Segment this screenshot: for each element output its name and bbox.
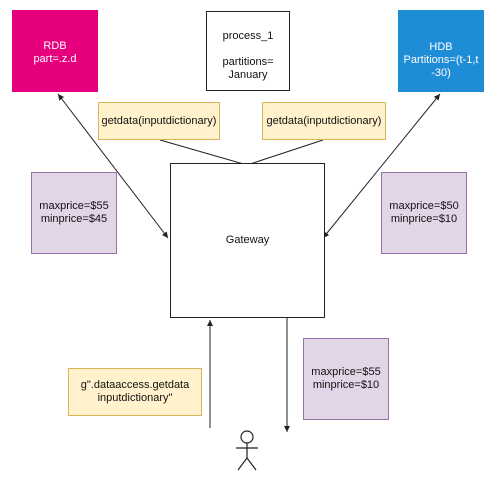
hdb-subtitle: Partitions=(t-1,t-30)	[403, 54, 479, 79]
rdb-gateway-arrow	[57, 93, 169, 239]
price-right-max: maxprice=$50	[389, 200, 459, 212]
process-node: process_1 partitions= January	[206, 11, 290, 91]
gateway-node: Gateway	[170, 163, 325, 318]
call-line-1: g".dataaccess.getdata	[80, 379, 190, 391]
price-bottom-max: maxprice=$55	[311, 366, 381, 378]
hdb-gateway-arrow	[322, 93, 441, 239]
price-left-max: maxprice=$55	[39, 200, 109, 212]
process-partitions-label: partitions=	[222, 56, 274, 68]
hdb-node: HDB Partitions=(t-1,t-30)	[398, 10, 484, 92]
getdata-right-label: getdata(inputdictionary)	[266, 114, 382, 127]
getdata-left-connector	[159, 139, 248, 166]
price-left-min: minprice=$45	[40, 213, 108, 225]
price-right-min: minprice=$10	[390, 213, 458, 225]
getdata-left-note: getdata(inputdictionary)	[98, 102, 220, 140]
price-bottom-note: maxprice=$55 minprice=$10	[303, 338, 389, 420]
rdb-node: RDB part=.z.d	[12, 10, 98, 92]
call-line-2: inputdictionary"	[97, 392, 173, 404]
getdata-right-connector	[246, 139, 324, 166]
gateway-label: Gateway	[225, 234, 270, 246]
process-partitions-value: January	[228, 69, 268, 81]
user-actor-icon	[236, 430, 258, 471]
price-bottom-min: minprice=$10	[312, 379, 380, 391]
price-right-note: maxprice=$50 minprice=$10	[381, 172, 467, 254]
rdb-title: RDB	[43, 40, 67, 52]
rdb-subtitle: part=.z.d	[33, 53, 77, 65]
getdata-right-note: getdata(inputdictionary)	[262, 102, 386, 140]
price-left-note: maxprice=$55 minprice=$45	[31, 172, 117, 254]
getdata-left-label: getdata(inputdictionary)	[101, 114, 217, 127]
call-note: g".dataaccess.getdata inputdictionary"	[68, 368, 202, 416]
process-name: process_1	[222, 30, 274, 42]
hdb-title: HDB	[429, 41, 453, 53]
